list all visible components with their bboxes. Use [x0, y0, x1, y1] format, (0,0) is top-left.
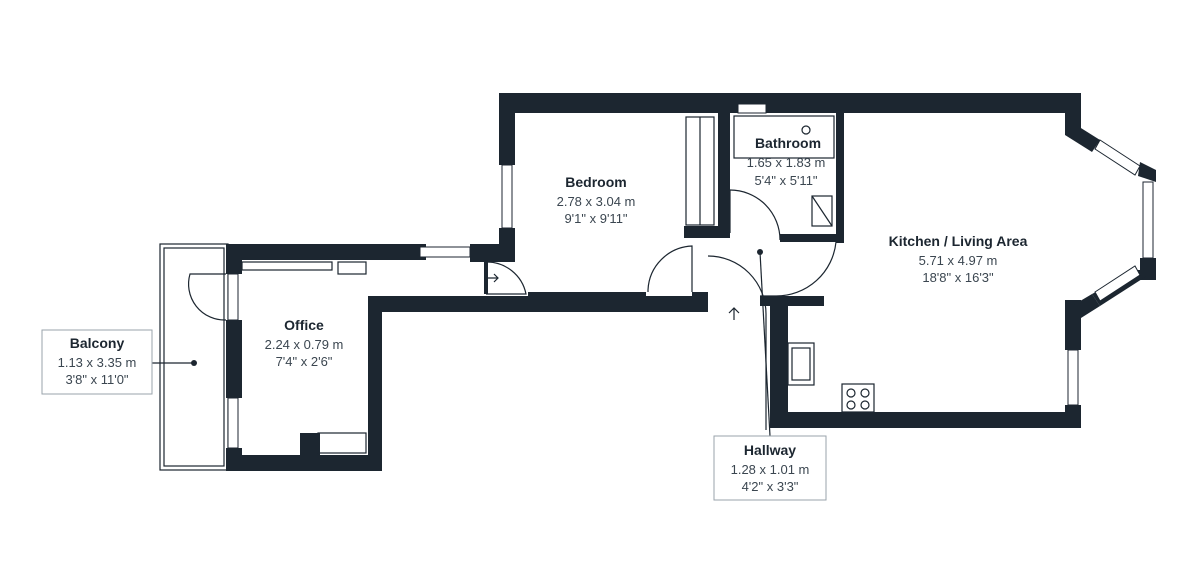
- label-hallway: Hallway 1.28 x 1.01 m 4'2" x 3'3": [713, 435, 827, 501]
- bathroom-fixtures: [733, 115, 835, 227]
- label-office: Office 2.24 x 0.79 m 7'4" x 2'6": [265, 317, 344, 369]
- room-name-office: Office: [284, 317, 324, 333]
- room-imperial-kitchen: 18'8" x 16'3": [922, 270, 994, 285]
- toilet-icon: [801, 125, 811, 135]
- room-metric-kitchen: 5.71 x 4.97 m: [919, 253, 998, 268]
- balcony-outline: [159, 243, 229, 471]
- room-imperial-bathroom: 5'4" x 5'11": [754, 173, 817, 188]
- entrance-arrow-icon: [728, 307, 740, 320]
- kitchen-fixtures: [787, 342, 875, 413]
- windows: [227, 103, 1154, 449]
- label-balcony: Balcony 1.13 x 3.35 m 3'8" x 11'0": [41, 329, 153, 395]
- room-metric-balcony: 1.13 x 3.35 m: [58, 355, 137, 370]
- room-metric-bathroom: 1.65 x 1.83 m: [747, 155, 826, 170]
- label-kitchen: Kitchen / Living Area 5.71 x 4.97 m 18'8…: [889, 233, 1028, 285]
- label-bathroom: Bathroom 1.65 x 1.83 m 5'4" x 5'11": [747, 135, 826, 188]
- shower-icon: [811, 195, 833, 227]
- room-name-balcony: Balcony: [70, 335, 125, 351]
- sink-icon: [787, 342, 815, 386]
- room-imperial-hallway: 4'2" x 3'3": [742, 479, 799, 494]
- label-bedroom: Bedroom 2.78 x 3.04 m 9'1" x 9'11": [557, 174, 636, 226]
- hob-icon: [841, 383, 875, 413]
- room-name-bathroom: Bathroom: [755, 135, 821, 151]
- room-metric-bedroom: 2.78 x 3.04 m: [557, 194, 636, 209]
- corridor-arrow-icon: [488, 273, 499, 283]
- room-metric-hallway: 1.28 x 1.01 m: [731, 462, 810, 477]
- room-imperial-office: 7'4" x 2'6": [276, 354, 333, 369]
- room-metric-office: 2.24 x 0.79 m: [265, 337, 344, 352]
- office-shelf: [241, 261, 367, 454]
- walls: [226, 93, 1156, 471]
- room-name-kitchen: Kitchen / Living Area: [889, 233, 1028, 249]
- room-name-bedroom: Bedroom: [565, 174, 626, 190]
- room-name-hallway: Hallway: [744, 442, 796, 458]
- room-imperial-bedroom: 9'1" x 9'11": [564, 211, 627, 226]
- room-imperial-balcony: 3'8" x 11'0": [65, 372, 128, 387]
- wardrobe: [685, 116, 715, 226]
- doors: [187, 189, 837, 430]
